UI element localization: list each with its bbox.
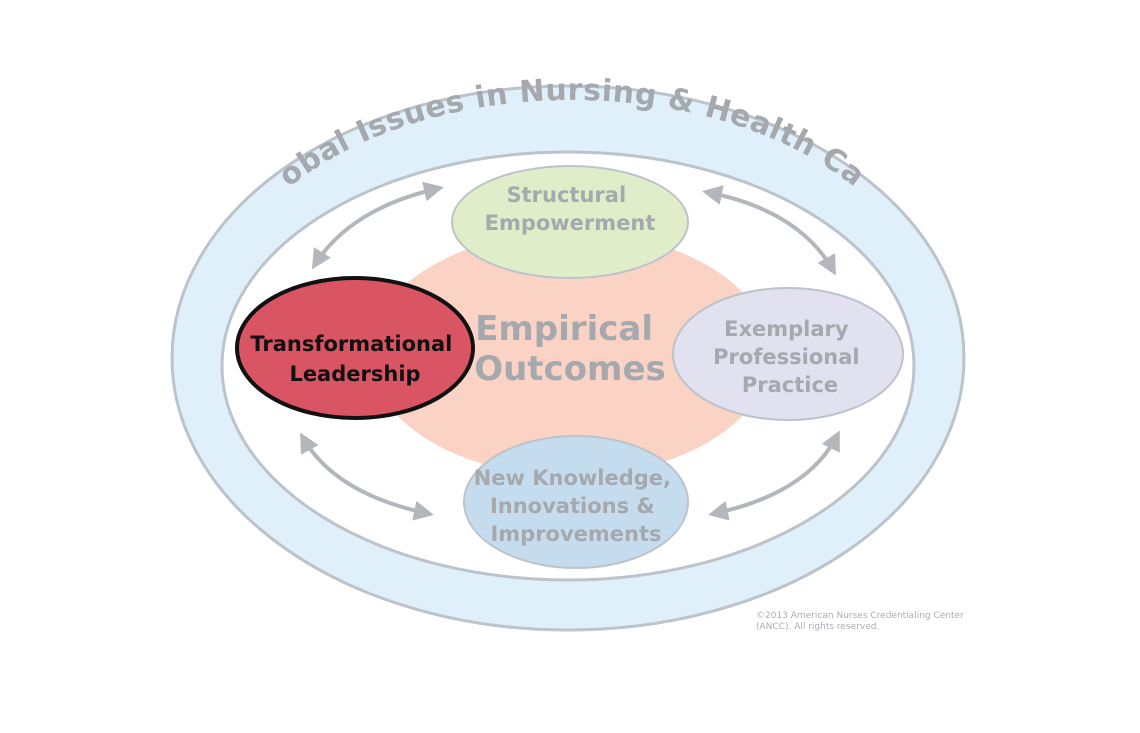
structural-line-1: Structural	[507, 183, 627, 207]
new-knowledge-ellipse	[463, 435, 689, 569]
structural-empowerment-label: Structural Empowerment	[485, 183, 656, 235]
empirical-outcomes-label: Empirical Outcomes	[474, 309, 666, 389]
transformational-line-1: Transformational	[250, 332, 452, 356]
new-knowledge-label: New Knowledge, Innovations & Improvement…	[474, 466, 679, 546]
arrow-top-left	[311, 181, 444, 270]
arrow-bottom-right	[708, 430, 840, 521]
new-knowledge-line-1: New Knowledge,	[474, 466, 671, 490]
arrow-bottom-left	[300, 432, 434, 521]
empirical-outcomes-ellipse	[370, 232, 770, 476]
copyright-line-2: (ANCC). All rights reserved.	[756, 622, 880, 632]
exemplary-line-2: Professional	[713, 345, 860, 369]
exemplary-line-3: Practice	[742, 373, 838, 397]
copyright-notice: ©2013 American Nurses Credentialing Cent…	[756, 611, 986, 633]
arrow-top-right	[702, 185, 836, 276]
structural-line-2: Empowerment	[485, 211, 656, 235]
structural-empowerment-ellipse	[451, 165, 689, 279]
copyright-line-1: ©2013 American Nurses Credentialing Cent…	[756, 611, 964, 621]
transformational-leadership-ellipse	[235, 276, 475, 420]
empirical-line-1: Empirical	[475, 309, 653, 349]
transformational-leadership-label: Transformational Leadership	[250, 332, 459, 386]
new-knowledge-line-3: Improvements	[490, 522, 661, 546]
exemplary-line-1: Exemplary	[724, 317, 849, 341]
empirical-line-2: Outcomes	[474, 349, 666, 389]
exemplary-practice-ellipse	[672, 287, 904, 421]
new-knowledge-line-2: Innovations &	[490, 494, 655, 518]
transformational-line-2: Leadership	[289, 362, 420, 386]
exemplary-practice-label: Exemplary Professional Practice	[713, 317, 867, 397]
